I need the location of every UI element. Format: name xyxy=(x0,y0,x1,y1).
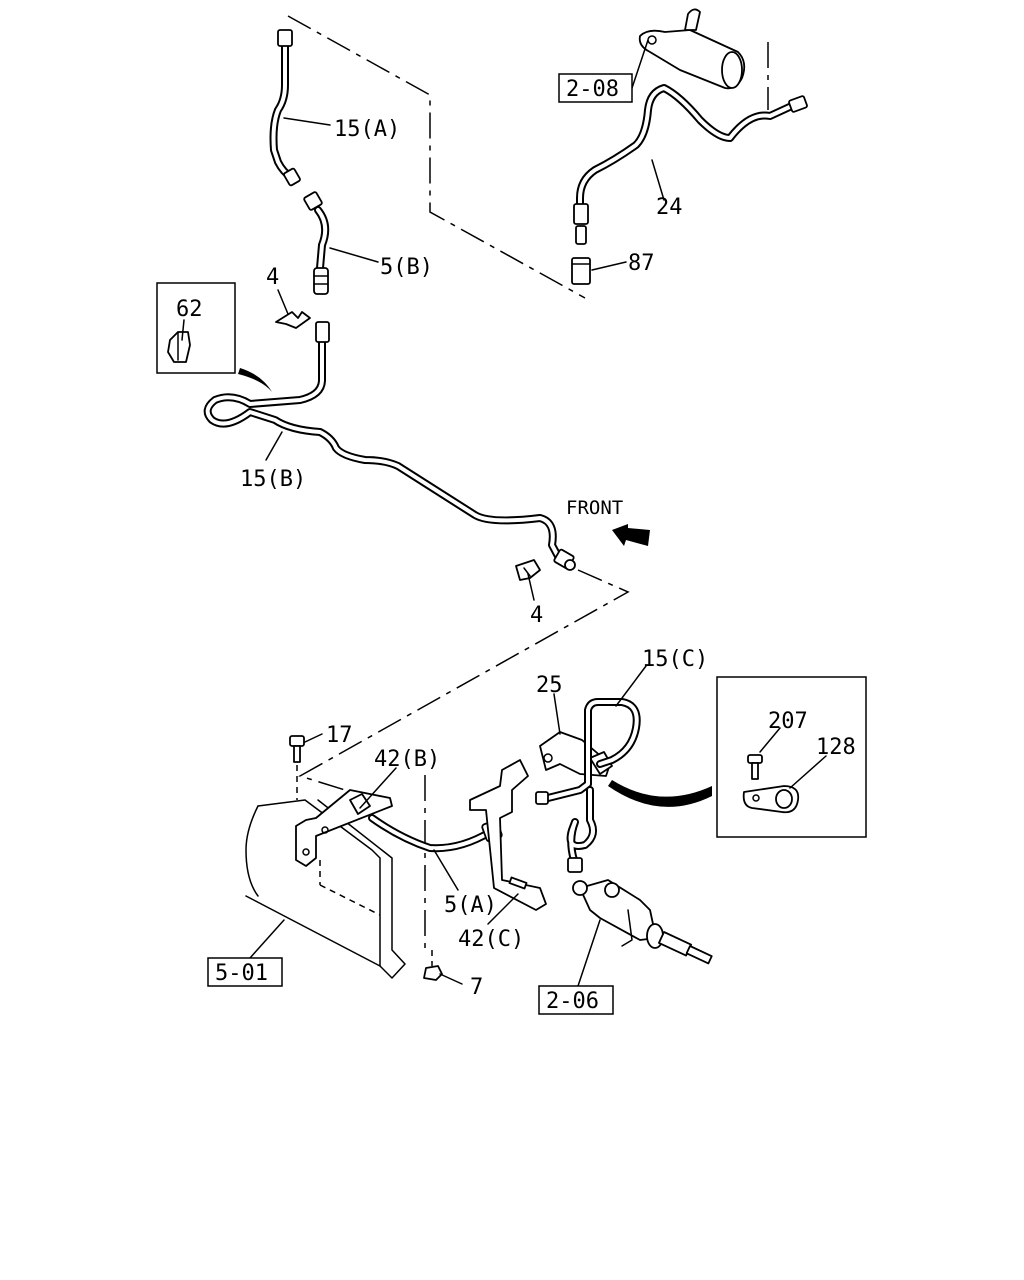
ref-box-5-01 xyxy=(207,957,283,987)
bracket-42b xyxy=(295,789,393,867)
label-25: 25 xyxy=(536,673,563,698)
bracket-42c xyxy=(469,759,547,911)
label-87: 87 xyxy=(628,251,655,276)
pipe-24 xyxy=(573,84,808,245)
label-207: 207 xyxy=(768,709,808,734)
nut-7 xyxy=(423,950,443,981)
label-17: 17 xyxy=(326,723,353,748)
bolt-17 xyxy=(289,735,305,800)
label-42b: 42(B) xyxy=(374,747,440,772)
ref-2-08: 2-08 xyxy=(566,77,619,102)
hose-5a xyxy=(368,814,503,853)
clip-62 xyxy=(167,331,191,363)
frame-rail xyxy=(245,799,406,979)
hose-5b xyxy=(303,191,330,295)
clip-128 xyxy=(742,785,800,814)
bracket-25 xyxy=(539,731,613,777)
label-15a: 15(A) xyxy=(334,117,400,142)
bolt-207 xyxy=(747,754,763,780)
master-cylinder-top xyxy=(638,8,746,90)
label-128: 128 xyxy=(816,735,856,760)
arrow-62 xyxy=(238,368,272,392)
label-15b: 15(B) xyxy=(240,467,306,492)
fitting-87 xyxy=(571,257,591,285)
ref-5-01: 5-01 xyxy=(215,961,268,986)
label-5a: 5(A) xyxy=(444,893,497,918)
pipe-15a xyxy=(269,29,301,187)
clip-4-middle xyxy=(515,559,541,581)
inset-box-62 xyxy=(156,282,236,374)
front-arrow-icon xyxy=(612,524,650,546)
ref-box-2-06 xyxy=(538,985,614,1015)
label-front: FRONT xyxy=(566,497,623,519)
label-15c: 15(C) xyxy=(642,647,708,672)
leader-lines xyxy=(181,39,827,987)
clip-4-top xyxy=(275,311,311,329)
ref-box-2-08 xyxy=(558,73,633,103)
pipe-15b xyxy=(203,321,576,571)
label-5b: 5(B) xyxy=(380,255,433,280)
arrow-207-128 xyxy=(608,780,712,807)
label-4-top: 4 xyxy=(266,265,279,290)
label-24: 24 xyxy=(656,195,683,220)
phantom-outline-top xyxy=(287,15,586,299)
label-42c: 42(C) xyxy=(458,927,524,952)
label-62: 62 xyxy=(176,297,203,322)
label-7: 7 xyxy=(470,975,483,1000)
slave-cylinder xyxy=(572,879,713,965)
ref-2-06: 2-06 xyxy=(546,989,599,1014)
pipe-15c xyxy=(535,698,641,873)
label-4-middle: 4 xyxy=(530,603,543,628)
phantom-outline-middle xyxy=(298,569,630,791)
